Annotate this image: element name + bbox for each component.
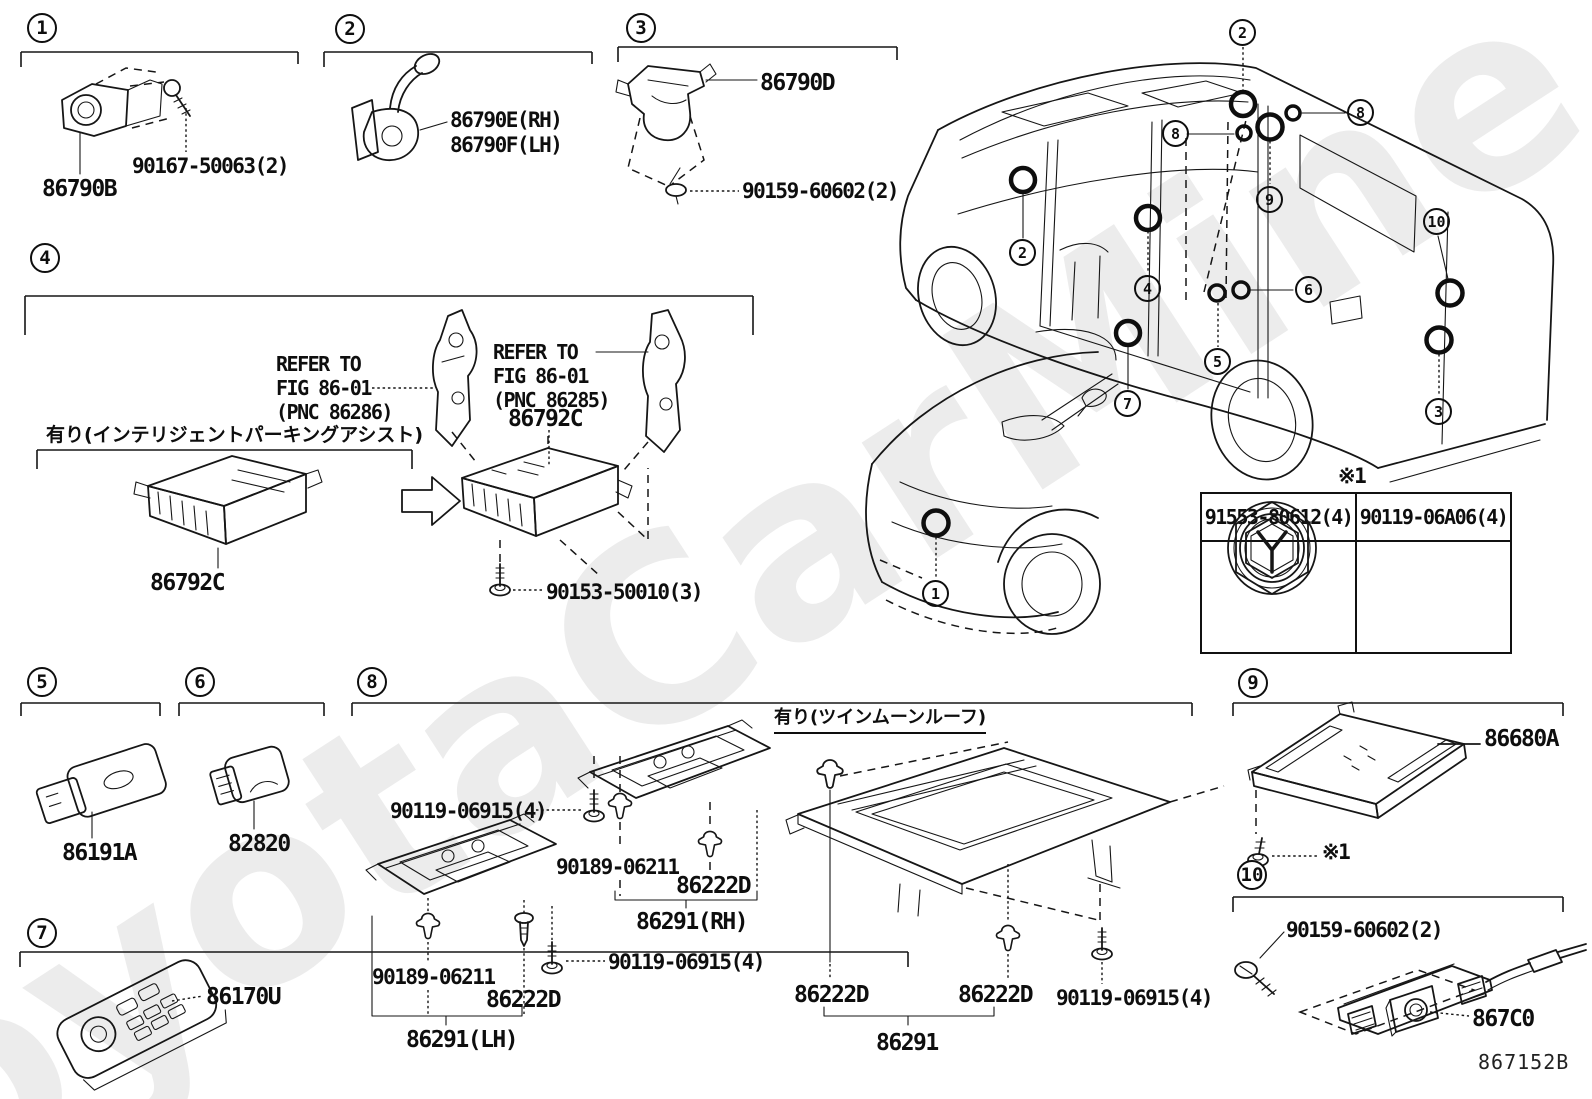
part-label-86790f-lh: 86790F(LH) <box>450 133 563 157</box>
arrow-icon <box>401 476 461 526</box>
backup-camera-unit-sketch <box>1234 931 1587 1037</box>
part-label-86790b: 86790B <box>42 176 118 202</box>
note-ref-1-table: ※1 <box>1338 464 1367 488</box>
part-label-86792c-top: 86792C <box>508 406 584 432</box>
y-mark-nut-icon <box>1235 501 1510 652</box>
refer-note-a-line2: FIG 86-01 <box>276 376 372 400</box>
remote-sketch <box>56 959 227 1091</box>
part-label-86680a: 86680A <box>1484 726 1560 752</box>
part-label-90119-06915-mr: 90119-06915(4) <box>1056 986 1214 1010</box>
part-label-86291-lh: 86291(LH) <box>406 1027 519 1053</box>
part-label-86790e-rh: 86790E(RH) <box>450 108 563 132</box>
fastener-col-2-label: 90119-06A06(4) <box>1359 505 1509 529</box>
part-label-86792c-bottom: 86792C <box>150 570 226 596</box>
moonroof-frame-sketch <box>785 741 1225 1026</box>
front-car-sketch <box>865 329 1119 635</box>
note-twin-moonroof: 有り(ツインムーンルーフ) <box>774 703 987 734</box>
overhead-plate-lh-sketch <box>365 813 605 1026</box>
overhead-plate-rh-sketch <box>536 719 771 909</box>
section-circle-4: 4 <box>30 243 60 273</box>
fastener-table: 91553-80612(4) 90119-06A06(4) <box>1200 492 1512 654</box>
part-label-90167-50063: 90167-50063(2) <box>132 154 290 178</box>
van-sketch <box>899 62 1555 483</box>
note-ref-1-s9: ※1 <box>1322 840 1351 864</box>
car-callout-1: 1 <box>922 580 949 607</box>
part-label-90159-60602-a: 90159-60602(2) <box>742 179 900 203</box>
car-callout-4: 4 <box>1134 275 1161 302</box>
section-circle-9: 9 <box>1238 668 1268 698</box>
car-callout-2-door: 2 <box>1009 239 1036 266</box>
part-label-90189-06211-left: 90189-06211 <box>372 965 496 989</box>
part-label-90159-60602-b: 90159-60602(2) <box>1286 918 1444 942</box>
car-callout-2-top: 2 <box>1229 19 1256 46</box>
sensor-sketch <box>61 67 191 175</box>
front-camera-sketch <box>615 63 758 205</box>
mounting-bracket-sketches <box>372 309 686 466</box>
part-label-86222d-mr-right: 86222D <box>958 982 1034 1008</box>
car-callout-9: 9 <box>1256 186 1283 213</box>
dcm-module-sketch <box>209 745 290 830</box>
part-label-90189-06211-right: 90189-06211 <box>556 855 680 879</box>
part-label-86222d-left: 86222D <box>486 987 562 1013</box>
note-intelligent-parking-assist: 有り(インテリジェントパーキングアシスト) <box>46 424 424 446</box>
car-callout-10: 10 <box>1423 208 1450 235</box>
refer-note-a-line3: (PNC 86286) <box>276 400 393 424</box>
refer-note-b-line1: REFER TO <box>493 340 579 364</box>
part-label-86291-mr: 86291 <box>876 1030 939 1056</box>
part-label-86191a: 86191A <box>62 840 138 866</box>
section-circle-6: 6 <box>185 667 215 697</box>
refer-note-a-line1: REFER TO <box>276 352 362 376</box>
section-circle-2: 2 <box>335 14 365 44</box>
part-label-90119-06915-bottom: 90119-06915(4) <box>608 950 766 974</box>
section-circle-7: 7 <box>27 918 57 948</box>
rear-camera-sketch <box>351 53 448 161</box>
figure-code: 867152B <box>1478 1050 1570 1074</box>
section-brackets <box>19 46 1564 967</box>
section-circle-8: 8 <box>357 667 387 697</box>
part-label-86222d-mr-left: 86222D <box>794 982 870 1008</box>
car-callout-8-right: 8 <box>1347 99 1374 126</box>
part-label-86170u: 86170U <box>206 984 282 1010</box>
car-callout-6: 6 <box>1295 276 1322 303</box>
refer-note-b-line3: (PNC 86285) <box>493 388 610 412</box>
ecu-sketch-right <box>451 430 649 597</box>
section-circle-3: 3 <box>626 13 656 43</box>
fastener-table-body <box>1202 501 1510 652</box>
tuner-module-sketch <box>1247 701 1481 867</box>
car-callout-8-left: 8 <box>1162 120 1189 147</box>
part-label-867c0: 867C0 <box>1472 1006 1535 1032</box>
callout-markers <box>921 47 1465 579</box>
car-callout-3: 3 <box>1425 398 1452 425</box>
car-callout-5: 5 <box>1204 348 1231 375</box>
car-callout-7: 7 <box>1114 390 1141 417</box>
section-circle-5: 5 <box>27 667 57 697</box>
part-label-86222d-right: 86222D <box>676 873 752 899</box>
part-label-90153-50010: 90153-50010(3) <box>546 580 704 604</box>
part-label-82820: 82820 <box>228 831 291 857</box>
refer-note-b-line2: FIG 86-01 <box>493 364 589 388</box>
part-label-86790d: 86790D <box>760 70 836 96</box>
part-label-90119-06915-top: 90119-06915(4) <box>390 799 548 823</box>
section-circle-10: 10 <box>1237 860 1267 890</box>
usb-adapter-sketch <box>35 743 167 839</box>
section-circle-1: 1 <box>27 13 57 43</box>
ecu-sketch-left <box>133 455 323 569</box>
part-label-86291-rh: 86291(RH) <box>636 909 749 935</box>
